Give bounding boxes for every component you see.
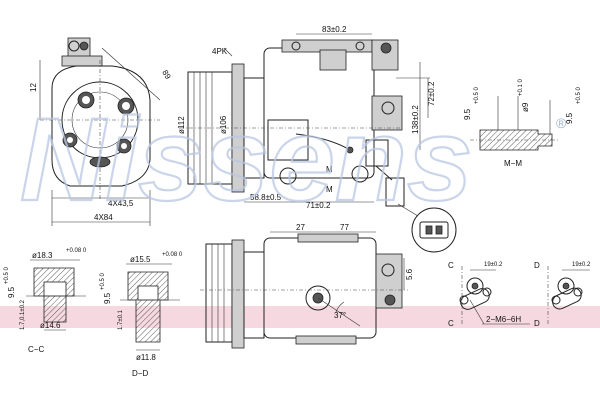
- label-m-top: M: [326, 165, 333, 174]
- dim-d112: ø112: [177, 116, 186, 134]
- dim-9-5-d: 9.5: [103, 292, 112, 304]
- dim-d18-3-tol: +0.08 0: [66, 248, 87, 254]
- dim-9-5-c: 9.5: [7, 286, 16, 298]
- dim-d11-8: ø11.8: [136, 353, 156, 362]
- label-dd: D−D: [132, 369, 148, 378]
- dim-72: 72±0.2: [427, 81, 436, 106]
- dim-d15-5: ø15.5: [130, 255, 151, 264]
- port-detail-c: [459, 266, 496, 324]
- dim-9-5-b-tol: +0.5 0: [576, 86, 582, 104]
- dim-9-5-b: 9.5: [565, 112, 574, 124]
- dim-4x43-5: 4X43,5: [108, 199, 134, 208]
- port-detail-d: [547, 266, 590, 324]
- label-d-left: D: [534, 261, 540, 270]
- dim-d18-3: ø18.3: [32, 251, 53, 260]
- label-c-right: C: [448, 319, 454, 328]
- watermark-logo: Nissens: [20, 94, 473, 226]
- label-d-right: D: [534, 319, 540, 328]
- dim-9-5-a-tol: +0.5 0: [474, 86, 480, 104]
- dim-83: 83±0.2: [322, 25, 347, 34]
- dim-37-deg: 37°: [334, 311, 346, 320]
- dim-12: 12: [29, 83, 38, 92]
- dim-5-6: 5.6: [405, 268, 414, 280]
- dim-19-b: 19±0.2: [572, 262, 591, 268]
- dim-4x84: 4X84: [94, 213, 113, 222]
- dim-19-a: 19±0.2: [484, 262, 503, 268]
- section-cc: [26, 259, 86, 331]
- front-view: [39, 37, 161, 226]
- dim-d15-5-tol: +0.08 0: [162, 252, 183, 258]
- dim-89: 89: [160, 69, 173, 82]
- dim-9-5-c-tol: +0.5 0: [4, 266, 10, 284]
- dim-d106: ø106: [219, 115, 228, 134]
- bottom-view: [200, 231, 408, 349]
- label-thread: 2−M6−6H: [486, 315, 521, 324]
- section-dd: [120, 263, 180, 351]
- dim-9-5-a: 9.5: [463, 108, 472, 120]
- registered-mark: ®: [556, 115, 567, 131]
- dim-d14-6: ø14.6: [40, 321, 61, 330]
- dim-4pk: 4PK: [212, 47, 228, 56]
- label-c-left: C: [448, 261, 454, 270]
- dim-d9-a: ø9: [521, 102, 530, 112]
- dim-58-8: 58.8±0.5: [250, 193, 282, 202]
- dim-1-7-c: 1.7,0.1±0.2: [20, 299, 26, 330]
- dim-9-5-d-tol: +0.5 0: [100, 272, 106, 290]
- dim-d9-a-tol: +0.1 0: [518, 78, 524, 96]
- side-view: [180, 33, 457, 253]
- label-cc: C−C: [28, 345, 44, 354]
- dim-27: 27: [296, 223, 305, 232]
- label-mm: M−M: [504, 159, 522, 168]
- section-mm: [470, 96, 560, 151]
- dim-1-7-d: 1.7±0.1: [118, 309, 124, 330]
- dim-71: 71±0.2: [306, 201, 331, 210]
- dim-138: 138±0.2: [411, 105, 420, 134]
- label-m-bottom: M: [326, 185, 333, 194]
- dim-77: 77: [340, 223, 349, 232]
